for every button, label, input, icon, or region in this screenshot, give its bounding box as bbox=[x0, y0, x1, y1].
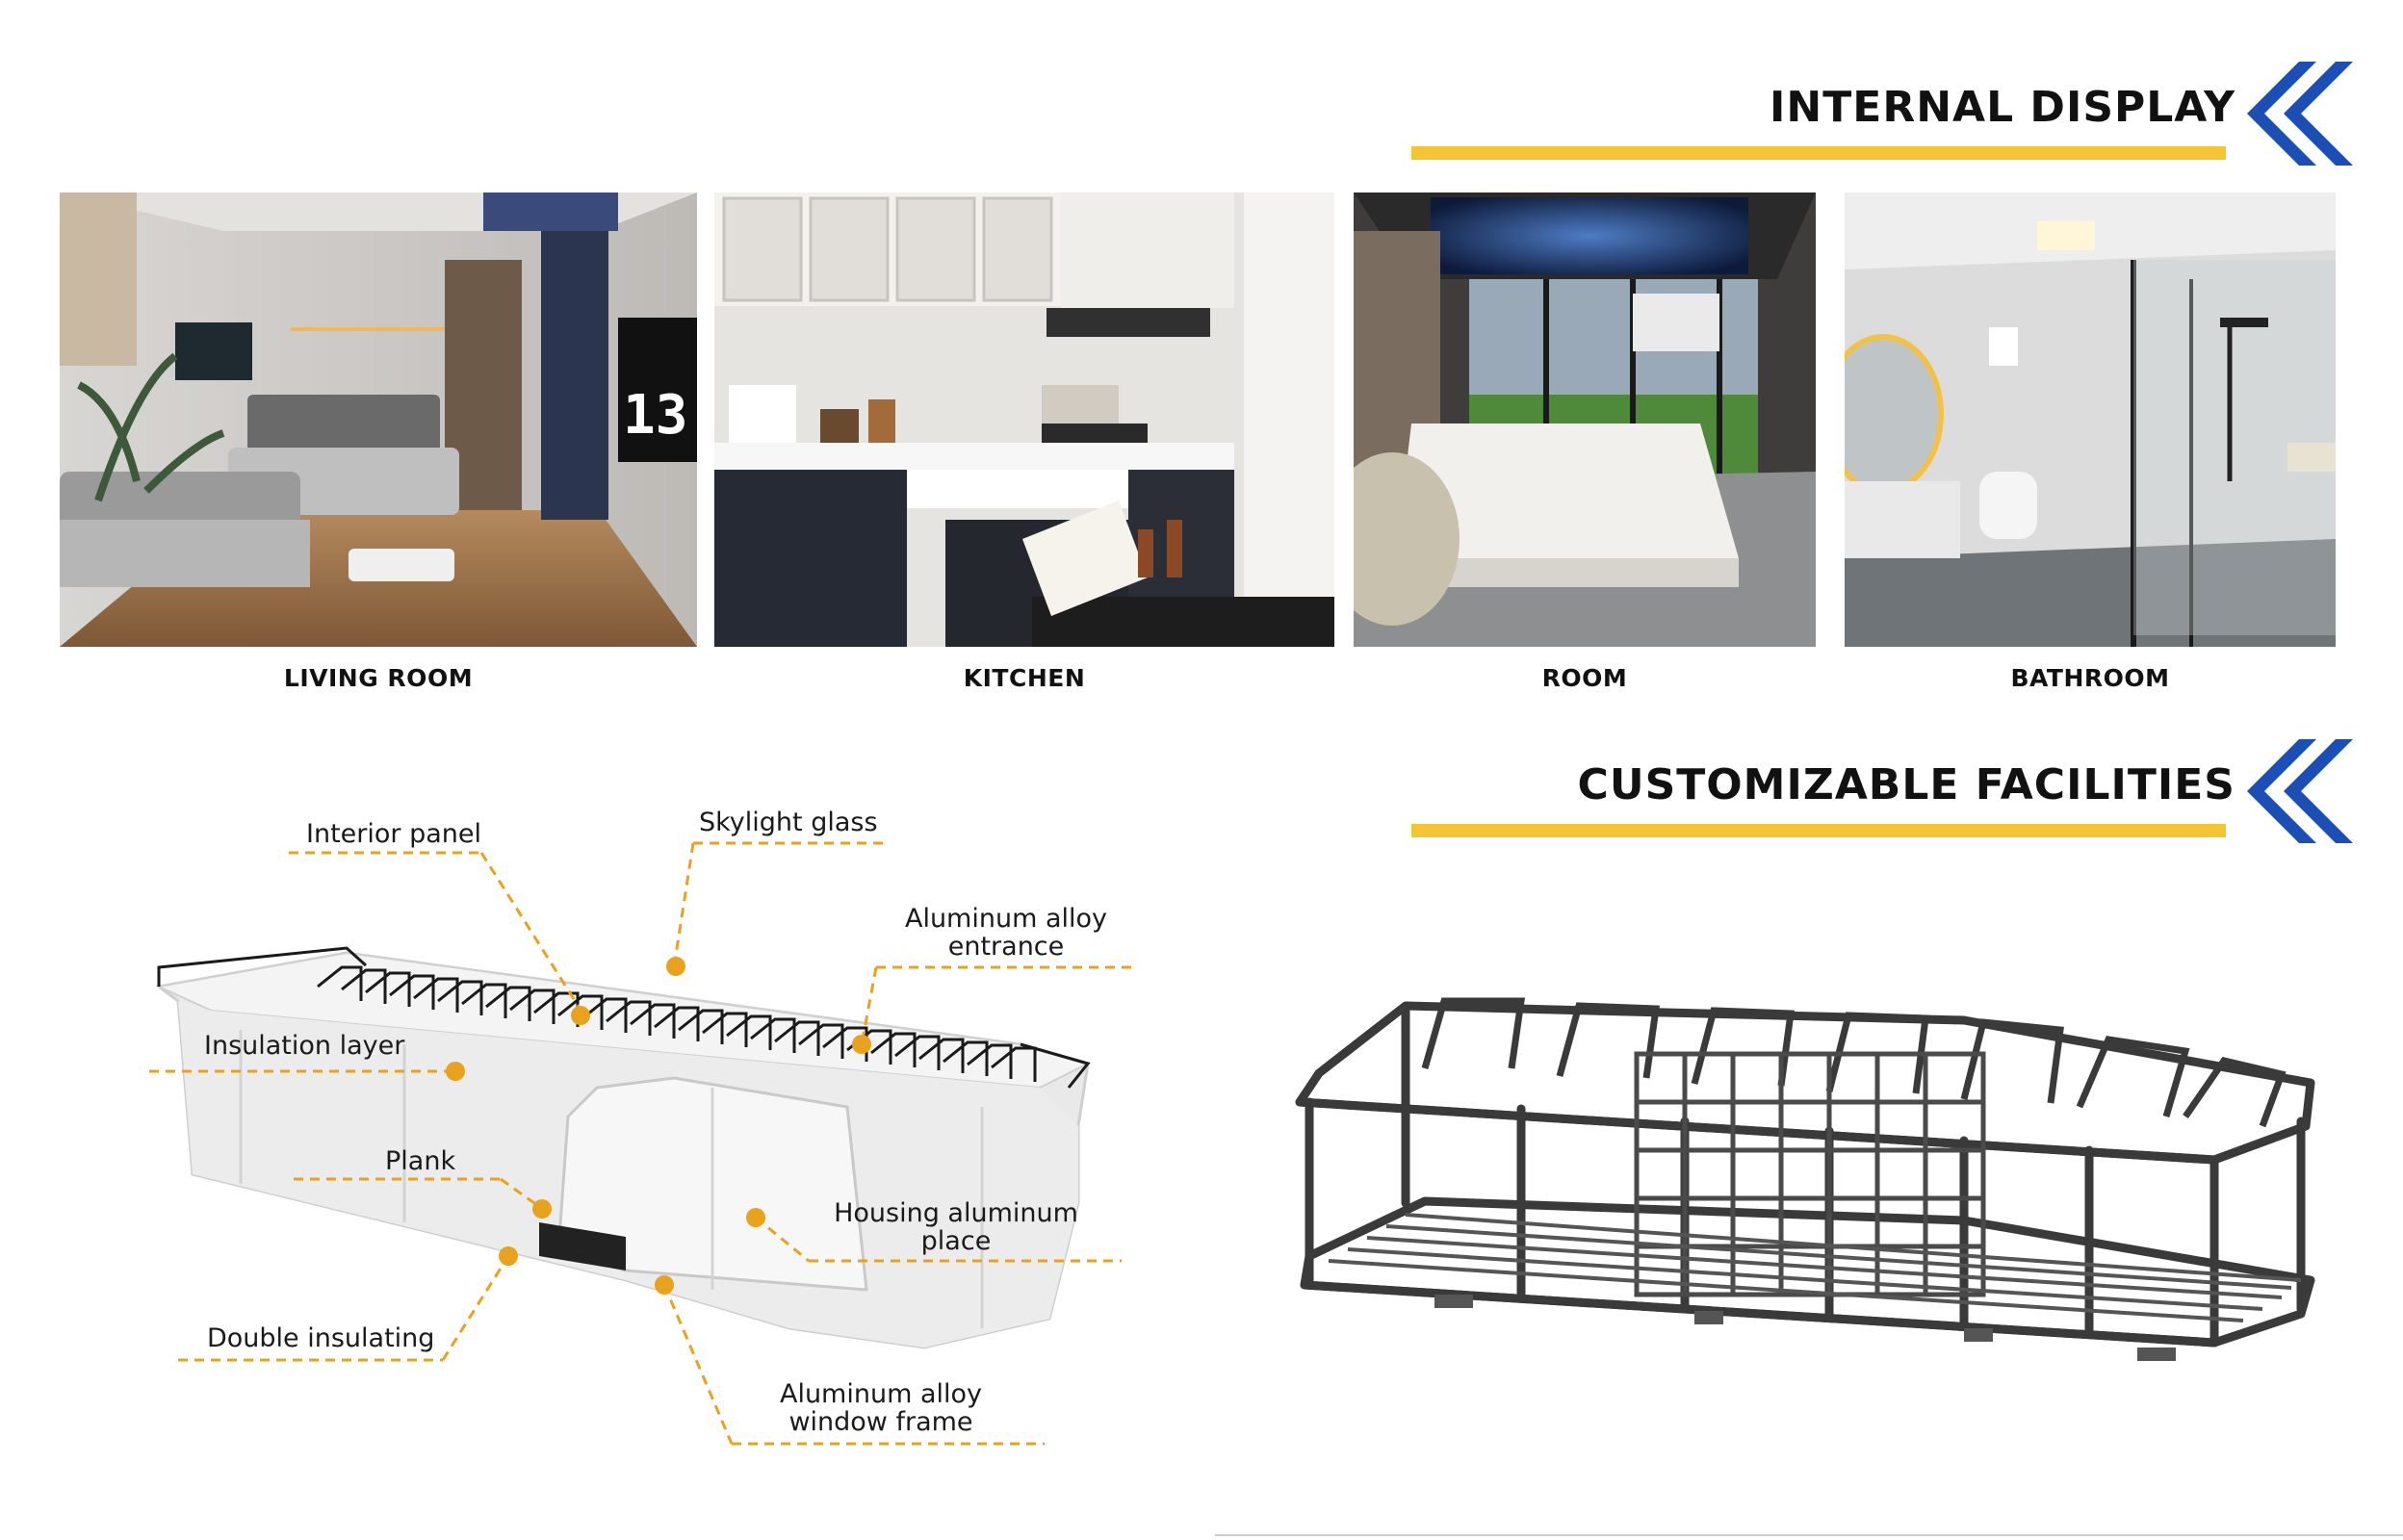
internal-display-title: INTERNAL DISPLAY bbox=[1770, 83, 2235, 132]
window-frame-label-line1: Aluminum alloy bbox=[779, 1379, 983, 1409]
bathroom-photo bbox=[1845, 192, 2336, 647]
aluminum-window-frame-label: Aluminum alloy window frame bbox=[751, 1380, 1011, 1436]
clock-display-text: 13 00 bbox=[623, 384, 697, 447]
bedroom-photo bbox=[1354, 192, 1816, 647]
living-room-photo: 13 00 bbox=[60, 192, 697, 647]
living-room-caption: LIVING ROOM bbox=[283, 664, 474, 692]
housing-aluminum-label-line1: Housing aluminum bbox=[834, 1198, 1078, 1228]
footer-divider bbox=[1215, 1534, 2403, 1536]
interior-panel-label: Interior panel bbox=[306, 819, 481, 849]
bedroom-caption: ROOM bbox=[1541, 664, 1628, 692]
aluminum-entrance-label-line1: Aluminum alloy bbox=[904, 904, 1108, 934]
capsule-structure-diagram bbox=[149, 841, 1136, 1446]
aluminum-entrance-label: Aluminum alloy entrance bbox=[886, 905, 1126, 961]
insulation-layer-label: Insulation layer bbox=[204, 1031, 405, 1061]
housing-aluminum-label: Housing aluminum place bbox=[826, 1199, 1086, 1255]
internal-display-underline bbox=[1411, 146, 2226, 160]
aluminum-entrance-label-line2: entrance bbox=[947, 932, 1065, 962]
kitchen-photo bbox=[714, 192, 1334, 647]
customizable-facilities-title: CUSTOMIZABLE FACILITIES bbox=[1577, 760, 2235, 809]
kitchen-caption: KITCHEN bbox=[963, 664, 1086, 692]
skylight-glass-label: Skylight glass bbox=[699, 808, 878, 837]
double-chevron-left-icon bbox=[2247, 62, 2353, 166]
housing-aluminum-label-line2: place bbox=[920, 1226, 992, 1256]
plank-label: Plank bbox=[385, 1146, 456, 1176]
double-chevron-left-icon bbox=[2247, 739, 2353, 843]
double-insulating-label: Double insulating bbox=[207, 1323, 435, 1353]
steel-frame-illustration bbox=[1295, 997, 2315, 1361]
bathroom-caption: BATHROOM bbox=[2010, 664, 2170, 692]
window-frame-label-line2: window frame bbox=[788, 1407, 973, 1437]
customizable-facilities-underline bbox=[1411, 824, 2226, 837]
